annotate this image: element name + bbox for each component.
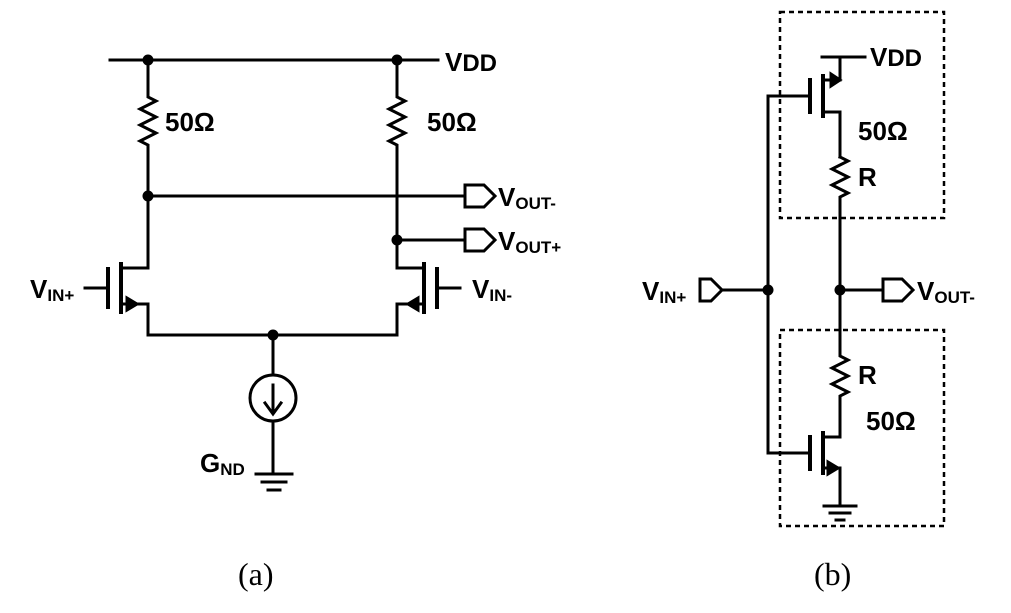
vin-plus-label-b: VIN+ xyxy=(642,276,686,307)
ground-symbol-a xyxy=(254,472,294,492)
left-resistor-label: 50Ω xyxy=(165,107,215,137)
bottom-box-label: 50Ω xyxy=(866,406,916,436)
bottom-nmos-transistor xyxy=(766,431,842,508)
current-source xyxy=(248,333,298,476)
caption-a: (a) xyxy=(238,556,274,592)
vout-plus-port xyxy=(463,227,498,253)
right-nmos-transistor xyxy=(395,238,462,337)
vin-plus-label-a: VIN+ xyxy=(30,274,74,305)
top-resistor-label: R xyxy=(858,162,877,192)
panel-b-termination: VDD 50Ω R R 50Ω VIN+ VOUT- (b) xyxy=(642,10,975,592)
top-box-label: 50Ω xyxy=(858,116,908,146)
vout-minus-port xyxy=(463,183,498,209)
right-resistor xyxy=(385,58,409,242)
left-nmos-transistor xyxy=(83,194,150,337)
vin-minus-label: VIN- xyxy=(472,274,512,305)
left-resistor xyxy=(136,58,160,198)
ground-symbol-b xyxy=(822,504,858,522)
vout-plus-label: VOUT+ xyxy=(498,226,561,257)
top-resistor xyxy=(828,154,852,292)
top-pmos-transistor xyxy=(766,55,843,159)
gnd-label: GND xyxy=(200,448,245,479)
vout-minus-label: VOUT- xyxy=(498,182,556,213)
bottom-resistor-label: R xyxy=(858,360,877,390)
bottom-dashed-box xyxy=(778,328,946,528)
vdd-label-a: VDD xyxy=(445,47,497,77)
vin-port-b xyxy=(698,277,725,303)
vout-port-b xyxy=(881,277,916,303)
caption-b: (b) xyxy=(814,556,851,592)
top-dashed-box xyxy=(778,10,946,220)
bottom-resistor xyxy=(828,288,852,439)
vout-minus-label-b: VOUT- xyxy=(917,276,975,307)
right-resistor-label: 50Ω xyxy=(427,107,477,137)
panel-a-differential-pair: 50Ω 50Ω VDD VOUT- VOUT+ VIN+ VIN- GND (a… xyxy=(30,47,561,592)
vdd-label-b: VDD xyxy=(870,42,922,72)
